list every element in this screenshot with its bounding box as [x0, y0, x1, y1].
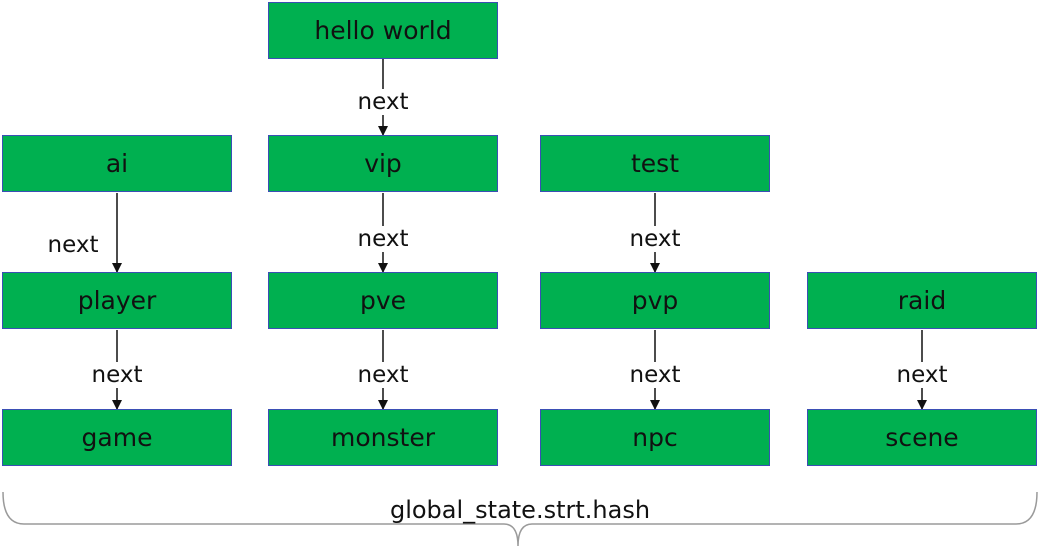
node-pvp: pvp: [540, 272, 770, 329]
node-test: test: [540, 135, 770, 192]
edge-label-pve-monster: next: [323, 362, 443, 388]
node-player: player: [2, 272, 232, 329]
node-scene: scene: [807, 409, 1037, 466]
edge-label-player-game: next: [57, 362, 177, 388]
node-ai: ai: [2, 135, 232, 192]
edge-label-pvp-npc: next: [595, 362, 715, 388]
edge-label-test-pvp: next: [595, 226, 715, 252]
node-vip: vip: [268, 135, 498, 192]
node-hello-world: hello world: [268, 2, 498, 59]
node-raid: raid: [807, 272, 1037, 329]
edge-label-raid-scene: next: [862, 362, 982, 388]
node-npc: npc: [540, 409, 770, 466]
node-monster: monster: [268, 409, 498, 466]
node-game: game: [2, 409, 232, 466]
group-brace: [2, 491, 1038, 547]
edge-label-vip-pve: next: [323, 226, 443, 252]
group-label: global_state.strt.hash: [389, 496, 651, 524]
edge-label-ai-player: next: [47, 232, 99, 258]
node-pve: pve: [268, 272, 498, 329]
edge-label-hello-world-vip: next: [323, 89, 443, 115]
